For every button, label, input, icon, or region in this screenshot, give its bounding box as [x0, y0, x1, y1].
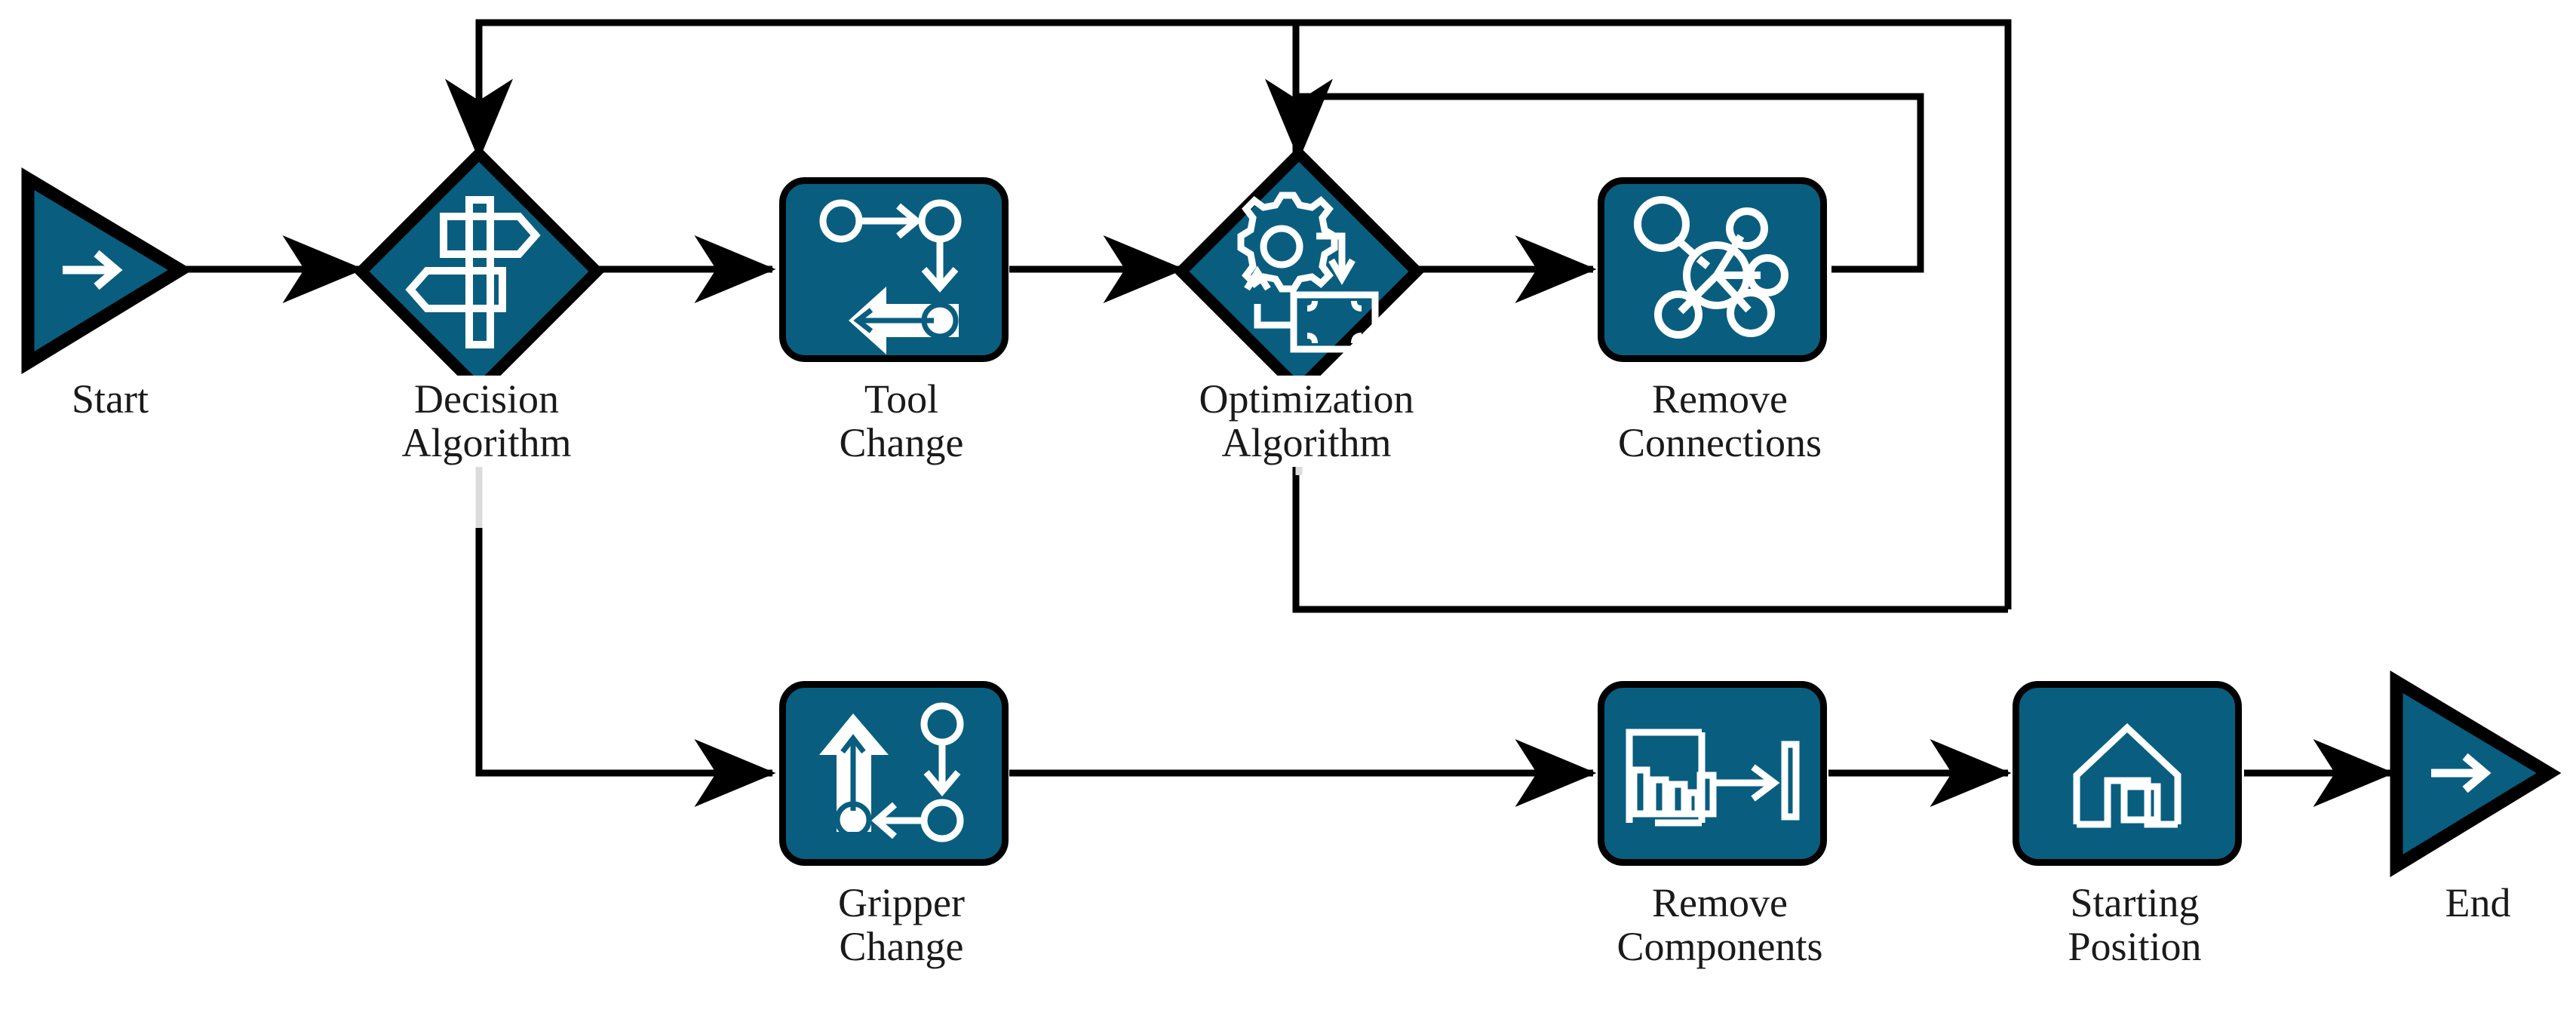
node-start-label: Start: [0, 376, 269, 423]
node-remove-components-label: Remove Components: [1539, 879, 1901, 971]
house-icon: [2073, 723, 2181, 828]
tool-change-icon: [819, 199, 962, 354]
node-gripper-change-label: Gripper Change: [743, 879, 1060, 971]
network-search-icon: [1634, 196, 1788, 339]
node-optimization-algorithm-label: Optimization Algorithm: [1125, 376, 1488, 467]
end-triangle-shape: [2390, 670, 2562, 878]
node-tool-change-label: Tool Change: [743, 376, 1060, 467]
node-starting-position-label: Starting Position: [1976, 879, 2293, 971]
starting-position-box-shape: [2013, 681, 2242, 866]
optimization-diamond-shape: [1173, 146, 1425, 397]
arrow-right-icon: [2431, 753, 2492, 793]
edge-decision-gripper: [475, 528, 776, 807]
gripper-change-icon: [819, 702, 964, 842]
node-end-label: End: [2320, 879, 2576, 927]
gear-cycle-icon: [1237, 192, 1379, 353]
signpost-icon: [405, 196, 541, 348]
node-remove-connections-label: Remove Connections: [1539, 376, 1901, 467]
network-hub: [1654, 207, 1788, 339]
remove-connections-box-shape: [1598, 177, 1827, 362]
edge-feedback-outer-right-riser: [479, 19, 2012, 609]
bar-reduce-icon: [1626, 729, 1800, 827]
node-decision-label: Decision Algorithm: [328, 376, 645, 467]
decision-diamond-shape: [353, 146, 605, 397]
arrow-right-icon: [63, 250, 123, 290]
start-triangle-shape: [21, 167, 193, 375]
